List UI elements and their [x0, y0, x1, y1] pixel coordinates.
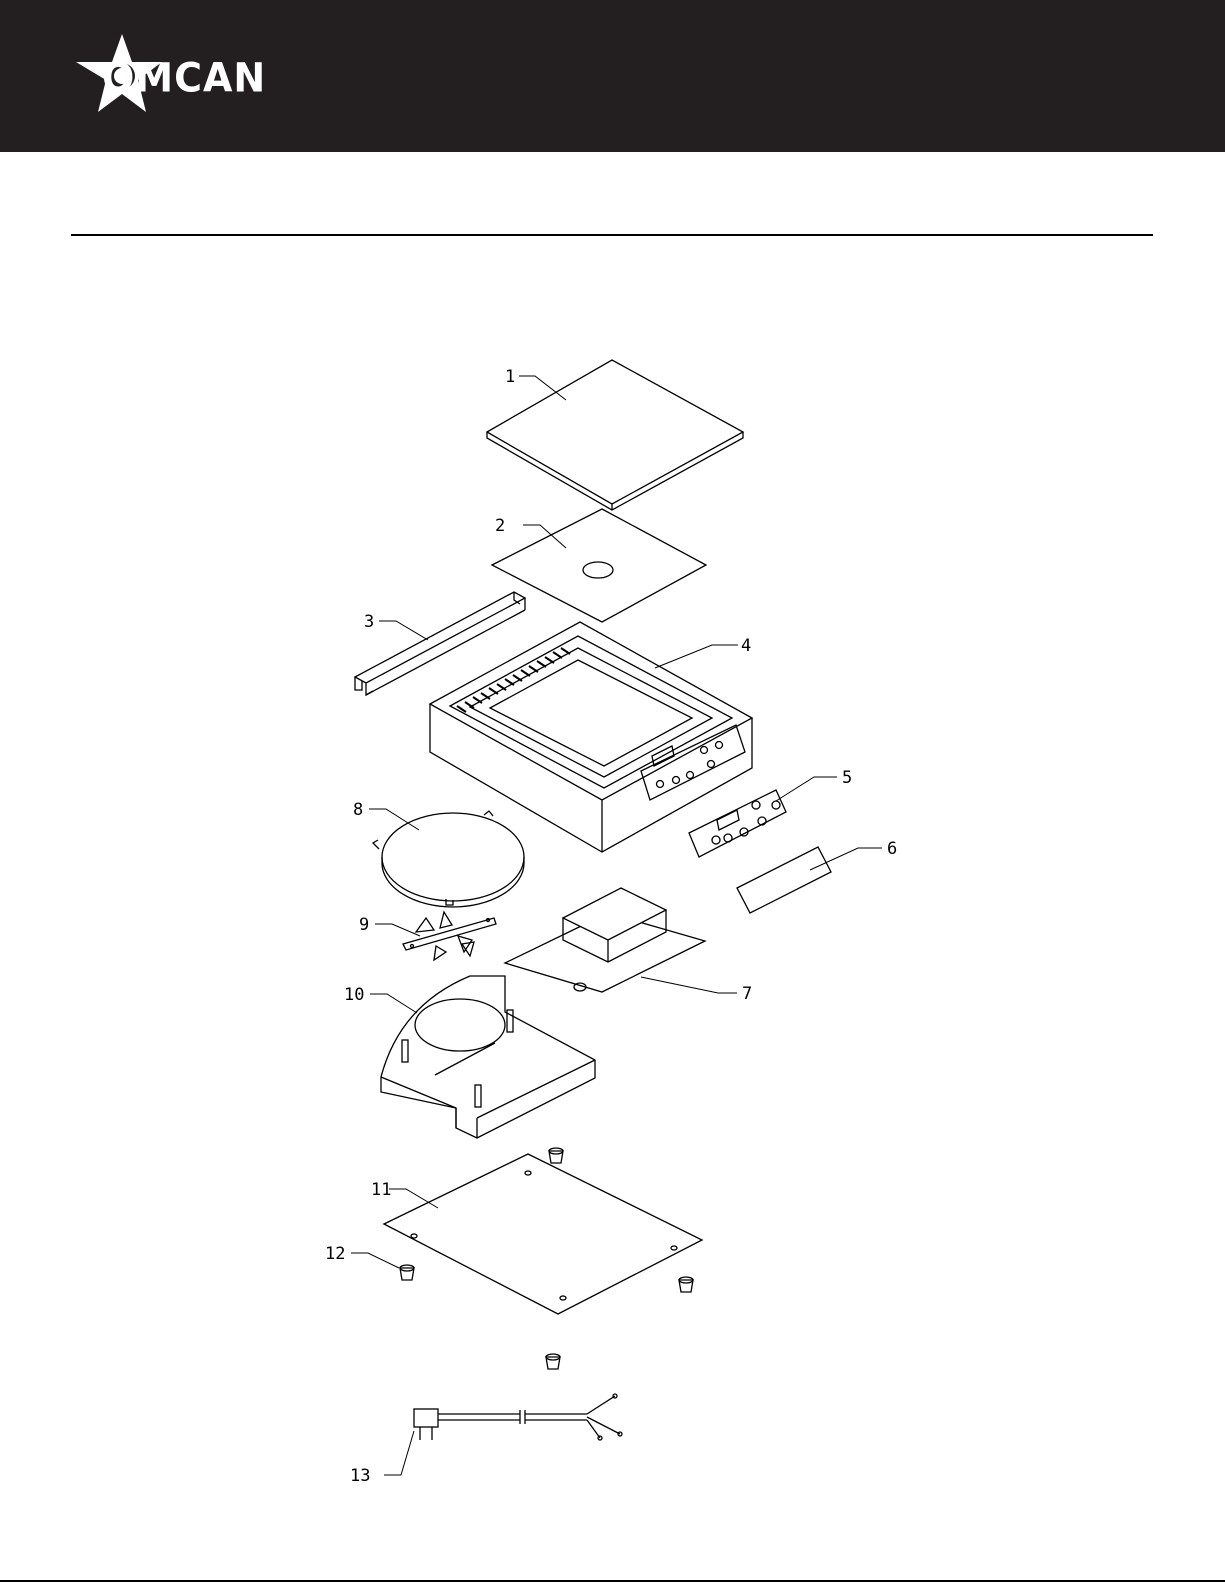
callout-3: 3: [364, 612, 374, 632]
callout-13: 13: [350, 1466, 370, 1486]
power-cord: [414, 1394, 622, 1440]
pcb-board: [505, 888, 705, 992]
callout-10: 10: [344, 985, 364, 1005]
callout-4: 4: [741, 636, 751, 656]
callout-6: 6: [887, 839, 897, 859]
callout-1: 1: [505, 367, 515, 387]
insulation-sheet: [492, 509, 706, 622]
cooling-fan: [403, 912, 496, 960]
bottom-plate: [384, 1154, 702, 1314]
callout-9: 9: [359, 915, 369, 935]
control-panel-board: [689, 790, 786, 857]
callout-11: 11: [371, 1180, 391, 1200]
induction-coil: [373, 811, 524, 907]
callout-2: 2: [495, 516, 505, 536]
callout-12: 12: [325, 1244, 345, 1264]
control-panel-label: [737, 847, 831, 913]
callout-8: 8: [353, 800, 363, 820]
footer-divider: [0, 1580, 1225, 1582]
callout-5: 5: [842, 768, 852, 788]
callout-7: 7: [742, 984, 752, 1004]
glass-top-plate: [487, 360, 743, 510]
bottom-frame: [381, 976, 595, 1138]
